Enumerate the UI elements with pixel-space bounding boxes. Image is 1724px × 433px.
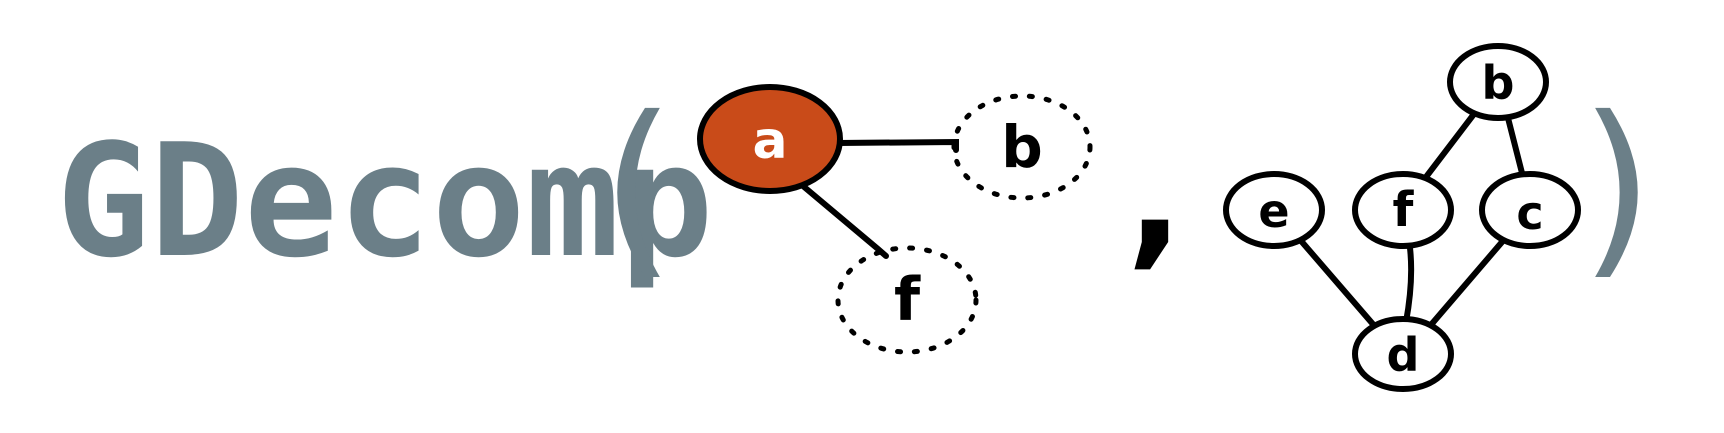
node-e-shape — [1223, 171, 1325, 249]
node-f-dotted-label: f — [894, 265, 921, 335]
node-c-shape — [1479, 171, 1581, 249]
node-b-dotted-label: b — [1001, 113, 1043, 181]
node-e-label: e — [1258, 184, 1289, 238]
node-a-label: a — [752, 111, 787, 171]
edge-b-c — [1505, 115, 1525, 176]
edge-b-f — [1423, 111, 1477, 180]
argument-separator: , — [1127, 110, 1184, 284]
node-b-label: b — [1482, 56, 1515, 110]
edge-a-b — [835, 138, 959, 153]
node-f-dotted-shape — [835, 245, 979, 355]
argument-1-graph: a b f — [697, 84, 1093, 355]
node-f: f — [1352, 171, 1454, 249]
edge-e-d — [1299, 239, 1381, 333]
edge-c-d — [1427, 239, 1505, 329]
node-d-shape — [1352, 316, 1454, 392]
node-e: e — [1223, 171, 1325, 249]
node-c: c — [1479, 171, 1581, 249]
node-a-shape — [697, 84, 843, 194]
node-f-label: f — [1393, 182, 1415, 238]
function-name: GDecomp — [56, 110, 713, 292]
node-d-label: d — [1387, 328, 1420, 382]
argument-2-graph: b e f c d — [1223, 43, 1581, 392]
node-d: d — [1352, 316, 1454, 392]
node-f-dotted: f — [835, 245, 979, 355]
close-parenthesis: ) — [1580, 76, 1654, 297]
edge-f-d — [1403, 245, 1415, 325]
node-b-dotted: b — [951, 93, 1093, 201]
edge-a-f — [800, 183, 889, 259]
node-b: b — [1447, 43, 1549, 121]
argument-2-edges — [1299, 111, 1525, 333]
node-b-shape — [1447, 43, 1549, 121]
node-f-shape — [1352, 171, 1454, 249]
node-c-label: c — [1516, 186, 1543, 240]
node-b-dotted-shape — [951, 93, 1093, 201]
open-parenthesis: ( — [601, 76, 675, 297]
node-a: a — [697, 84, 843, 194]
